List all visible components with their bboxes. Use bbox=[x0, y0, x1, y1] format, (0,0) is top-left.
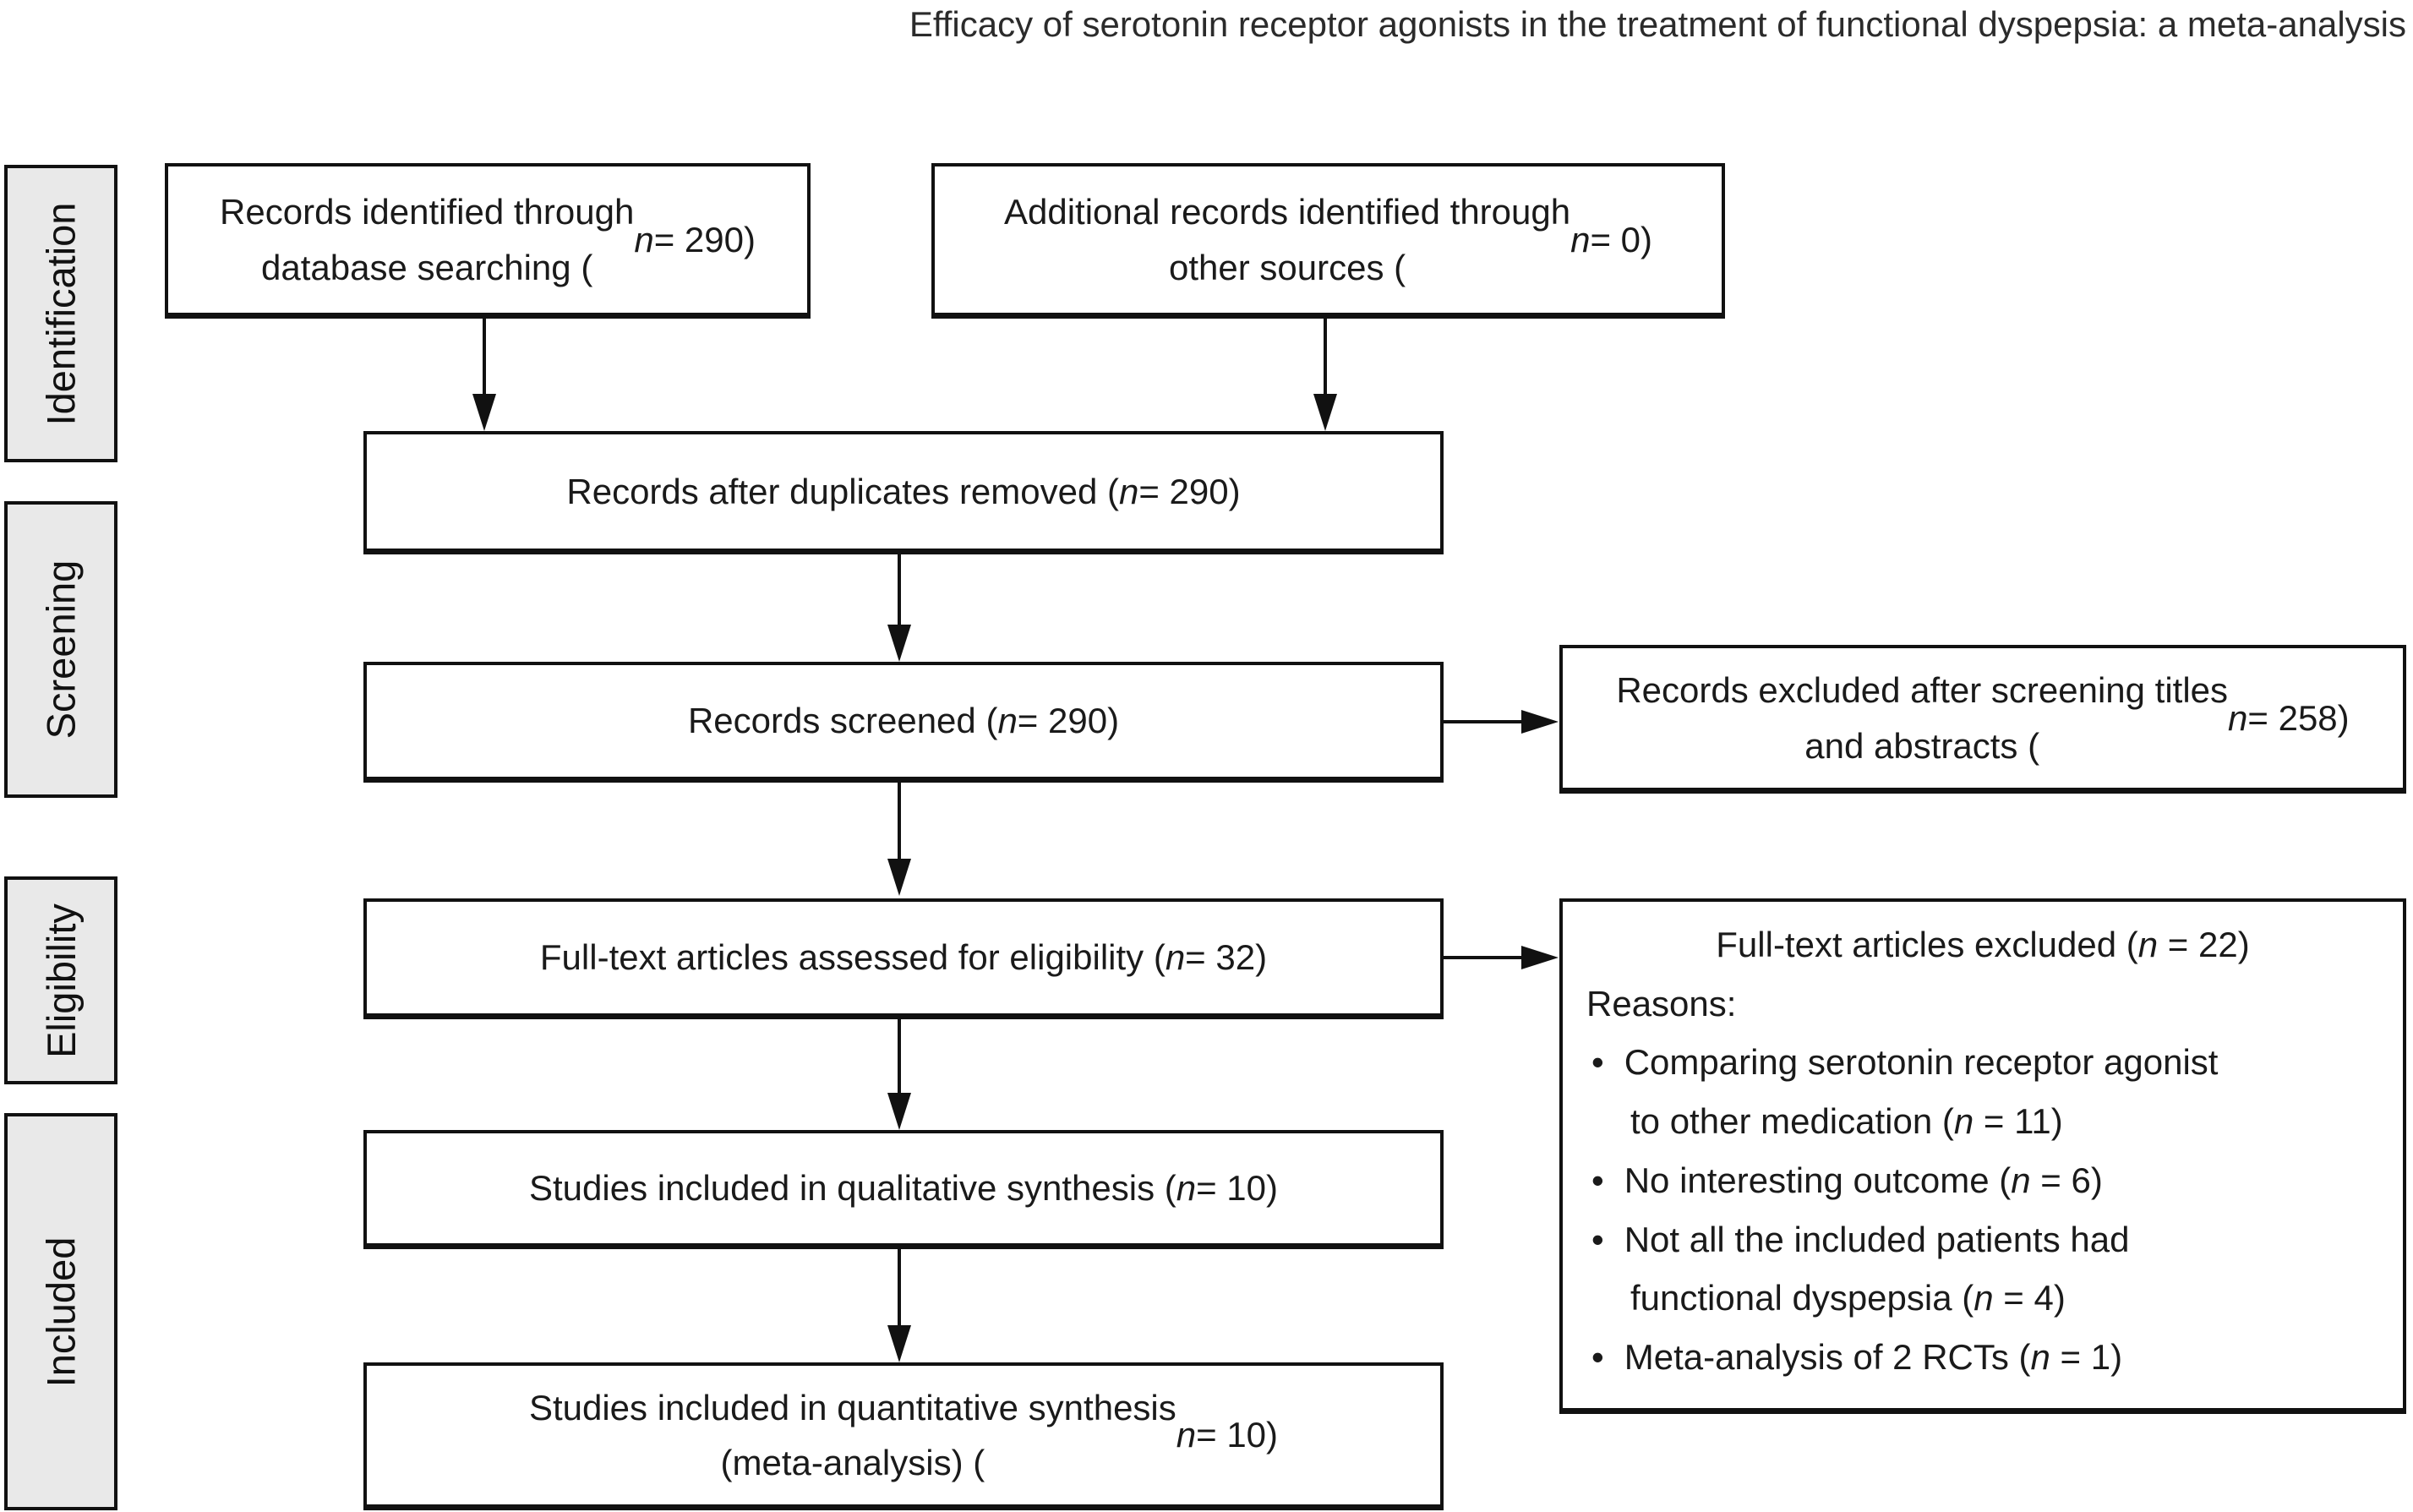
reasons-label: Reasons: bbox=[1586, 983, 1737, 1023]
reasons-list: Comparing serotonin receptor agonist to … bbox=[1586, 1033, 2379, 1386]
arrow-fulltext-to-qualitative-line bbox=[898, 1019, 901, 1095]
reason-item: Not all the included patients had functi… bbox=[1591, 1210, 2379, 1328]
fulltext-excluded-heading: Full-text articles excluded (n = 22) bbox=[1716, 925, 2250, 964]
arrow-additional-to-duplicates-line bbox=[1324, 319, 1327, 396]
arrow-duplicates-to-screened-line bbox=[898, 554, 901, 626]
arrow-screened-to-fulltext-line bbox=[898, 783, 901, 860]
stage-rail-included: Included bbox=[4, 1113, 117, 1510]
arrow-screened-to-excluded-head bbox=[1521, 710, 1559, 734]
arrow-identified-to-duplicates-head bbox=[472, 394, 496, 431]
box-quantitative-synthesis: Studies included in quantitative synthes… bbox=[363, 1362, 1444, 1510]
stage-rail-identification: Identification bbox=[4, 165, 117, 462]
box-records-identified: Records identified through database sear… bbox=[165, 163, 811, 319]
arrow-identified-to-duplicates-line bbox=[483, 319, 486, 396]
arrow-fulltext-to-excluded-head bbox=[1521, 946, 1559, 969]
arrow-screened-to-fulltext-head bbox=[887, 859, 911, 896]
arrow-qualitative-to-quantitative-head bbox=[887, 1325, 911, 1362]
reason-item: Meta-analysis of 2 RCTs (n = 1) bbox=[1591, 1328, 2379, 1387]
arrow-duplicates-to-screened-head bbox=[887, 625, 911, 662]
arrow-additional-to-duplicates-head bbox=[1313, 394, 1337, 431]
reason-item: No interesting outcome (n = 6) bbox=[1591, 1151, 2379, 1210]
stage-rail-eligibility: Eligibility bbox=[4, 876, 117, 1084]
box-fulltext-assessed: Full-text articles assessed for eligibil… bbox=[363, 898, 1444, 1019]
reason-item: Comparing serotonin receptor agonist to … bbox=[1591, 1033, 2379, 1150]
box-qualitative-synthesis: Studies included in qualitative synthesi… bbox=[363, 1130, 1444, 1249]
arrow-fulltext-to-qualitative-head bbox=[887, 1093, 911, 1130]
arrow-qualitative-to-quantitative-line bbox=[898, 1249, 901, 1327]
box-records-screened: Records screened (n = 290) bbox=[363, 662, 1444, 783]
page-title: Efficacy of serotonin receptor agonists … bbox=[909, 4, 2406, 44]
stage-label-identification: Identification bbox=[38, 202, 84, 425]
arrow-screened-to-excluded-line bbox=[1444, 720, 1525, 723]
stage-label-eligibility: Eligibility bbox=[38, 903, 84, 1058]
box-duplicates-removed: Records after duplicates removed (n = 29… bbox=[363, 431, 1444, 554]
stage-label-included: Included bbox=[38, 1236, 84, 1387]
box-fulltext-excluded: Full-text articles excluded (n = 22) Rea… bbox=[1559, 898, 2406, 1414]
box-additional-records: Additional records identified through ot… bbox=[931, 163, 1725, 319]
arrow-fulltext-to-excluded-line bbox=[1444, 956, 1525, 959]
stage-label-screening: Screening bbox=[38, 559, 84, 740]
box-records-excluded: Records excluded after screening titles … bbox=[1559, 645, 2406, 794]
stage-rail-screening: Screening bbox=[4, 501, 117, 798]
